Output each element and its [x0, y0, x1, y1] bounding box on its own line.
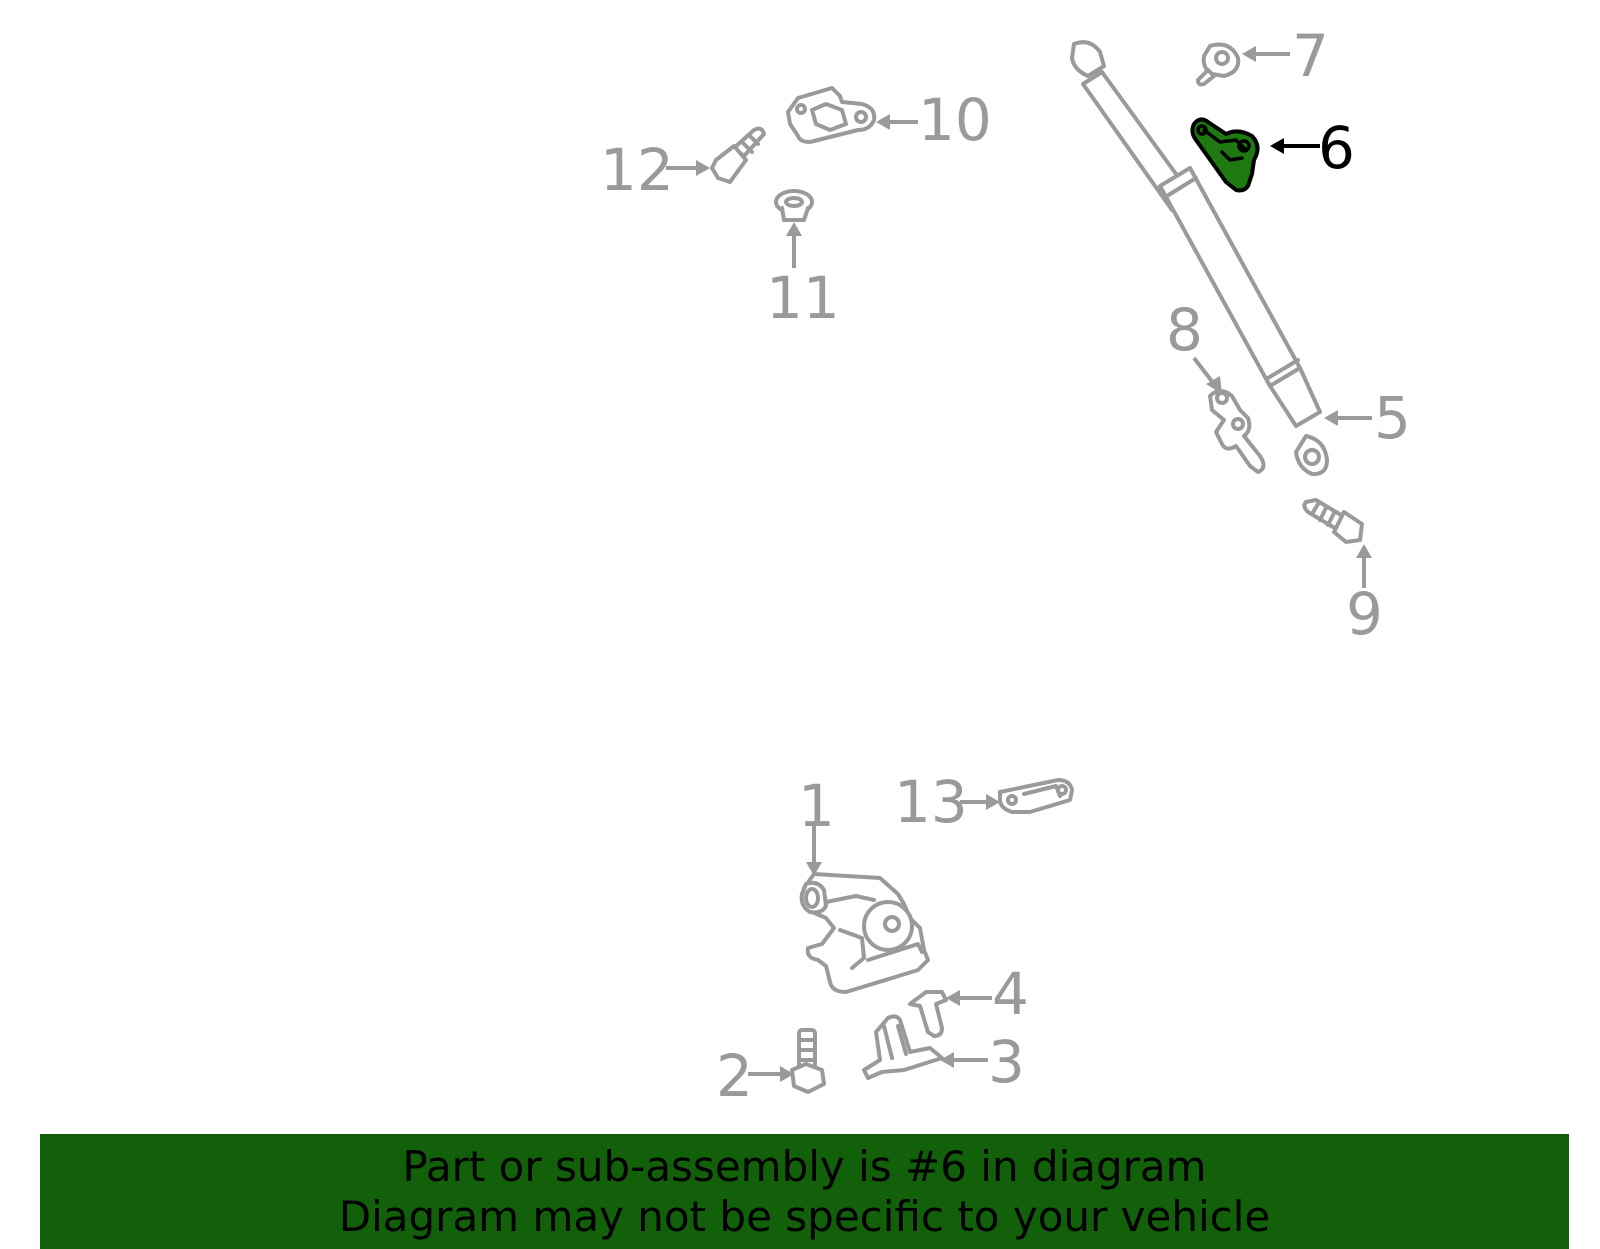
callout-8: 8 [1166, 296, 1203, 364]
part-12-bolt[interactable] [710, 126, 766, 184]
callout-9: 9 [1346, 580, 1383, 648]
part-10-hinge-plate[interactable] [786, 86, 877, 144]
callout-1: 1 [798, 772, 835, 840]
callout-6[interactable]: 6 [1318, 114, 1355, 182]
callout-10: 10 [918, 86, 992, 154]
callout-13: 13 [894, 768, 968, 836]
callout-11: 11 [766, 264, 840, 332]
part-5-lift-support-strut[interactable] [1070, 40, 1329, 477]
part-9-bolt[interactable] [1302, 498, 1364, 544]
info-banner: Part or sub-assembly is #6 in diagram Di… [40, 1134, 1569, 1249]
callout-12: 12 [600, 136, 674, 204]
part-2-bolt[interactable] [790, 1028, 826, 1094]
callout-2: 2 [716, 1042, 753, 1110]
callout-3: 3 [988, 1028, 1025, 1096]
callout-4: 4 [992, 960, 1029, 1028]
banner-line-part-number: Part or sub-assembly is #6 in diagram [402, 1141, 1207, 1191]
callout-7: 7 [1292, 22, 1329, 90]
part-6-highlighted-bracket[interactable] [1190, 117, 1260, 193]
banner-line-disclaimer: Diagram may not be specific to your vehi… [338, 1191, 1271, 1241]
part-7-ball-stud[interactable] [1196, 42, 1241, 87]
callout-5: 5 [1374, 384, 1411, 452]
part-3-bracket[interactable] [862, 1014, 944, 1080]
part-1-latch-assembly[interactable] [799, 872, 930, 994]
leader-arrows [666, 46, 1372, 1082]
part-8-strut-bracket[interactable] [1208, 389, 1266, 474]
part-13-small-bracket[interactable] [998, 778, 1074, 814]
part-4-clip[interactable] [908, 990, 948, 1038]
part-11-nut[interactable] [774, 189, 814, 222]
